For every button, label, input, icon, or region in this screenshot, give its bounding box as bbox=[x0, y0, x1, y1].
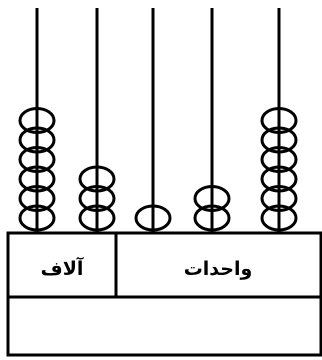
rods-layer bbox=[37, 8, 279, 233]
thousands-label: آلاف bbox=[41, 256, 84, 280]
units-label: واحدات bbox=[184, 258, 253, 280]
base-frame bbox=[8, 233, 321, 355]
beads-layer bbox=[20, 109, 296, 231]
